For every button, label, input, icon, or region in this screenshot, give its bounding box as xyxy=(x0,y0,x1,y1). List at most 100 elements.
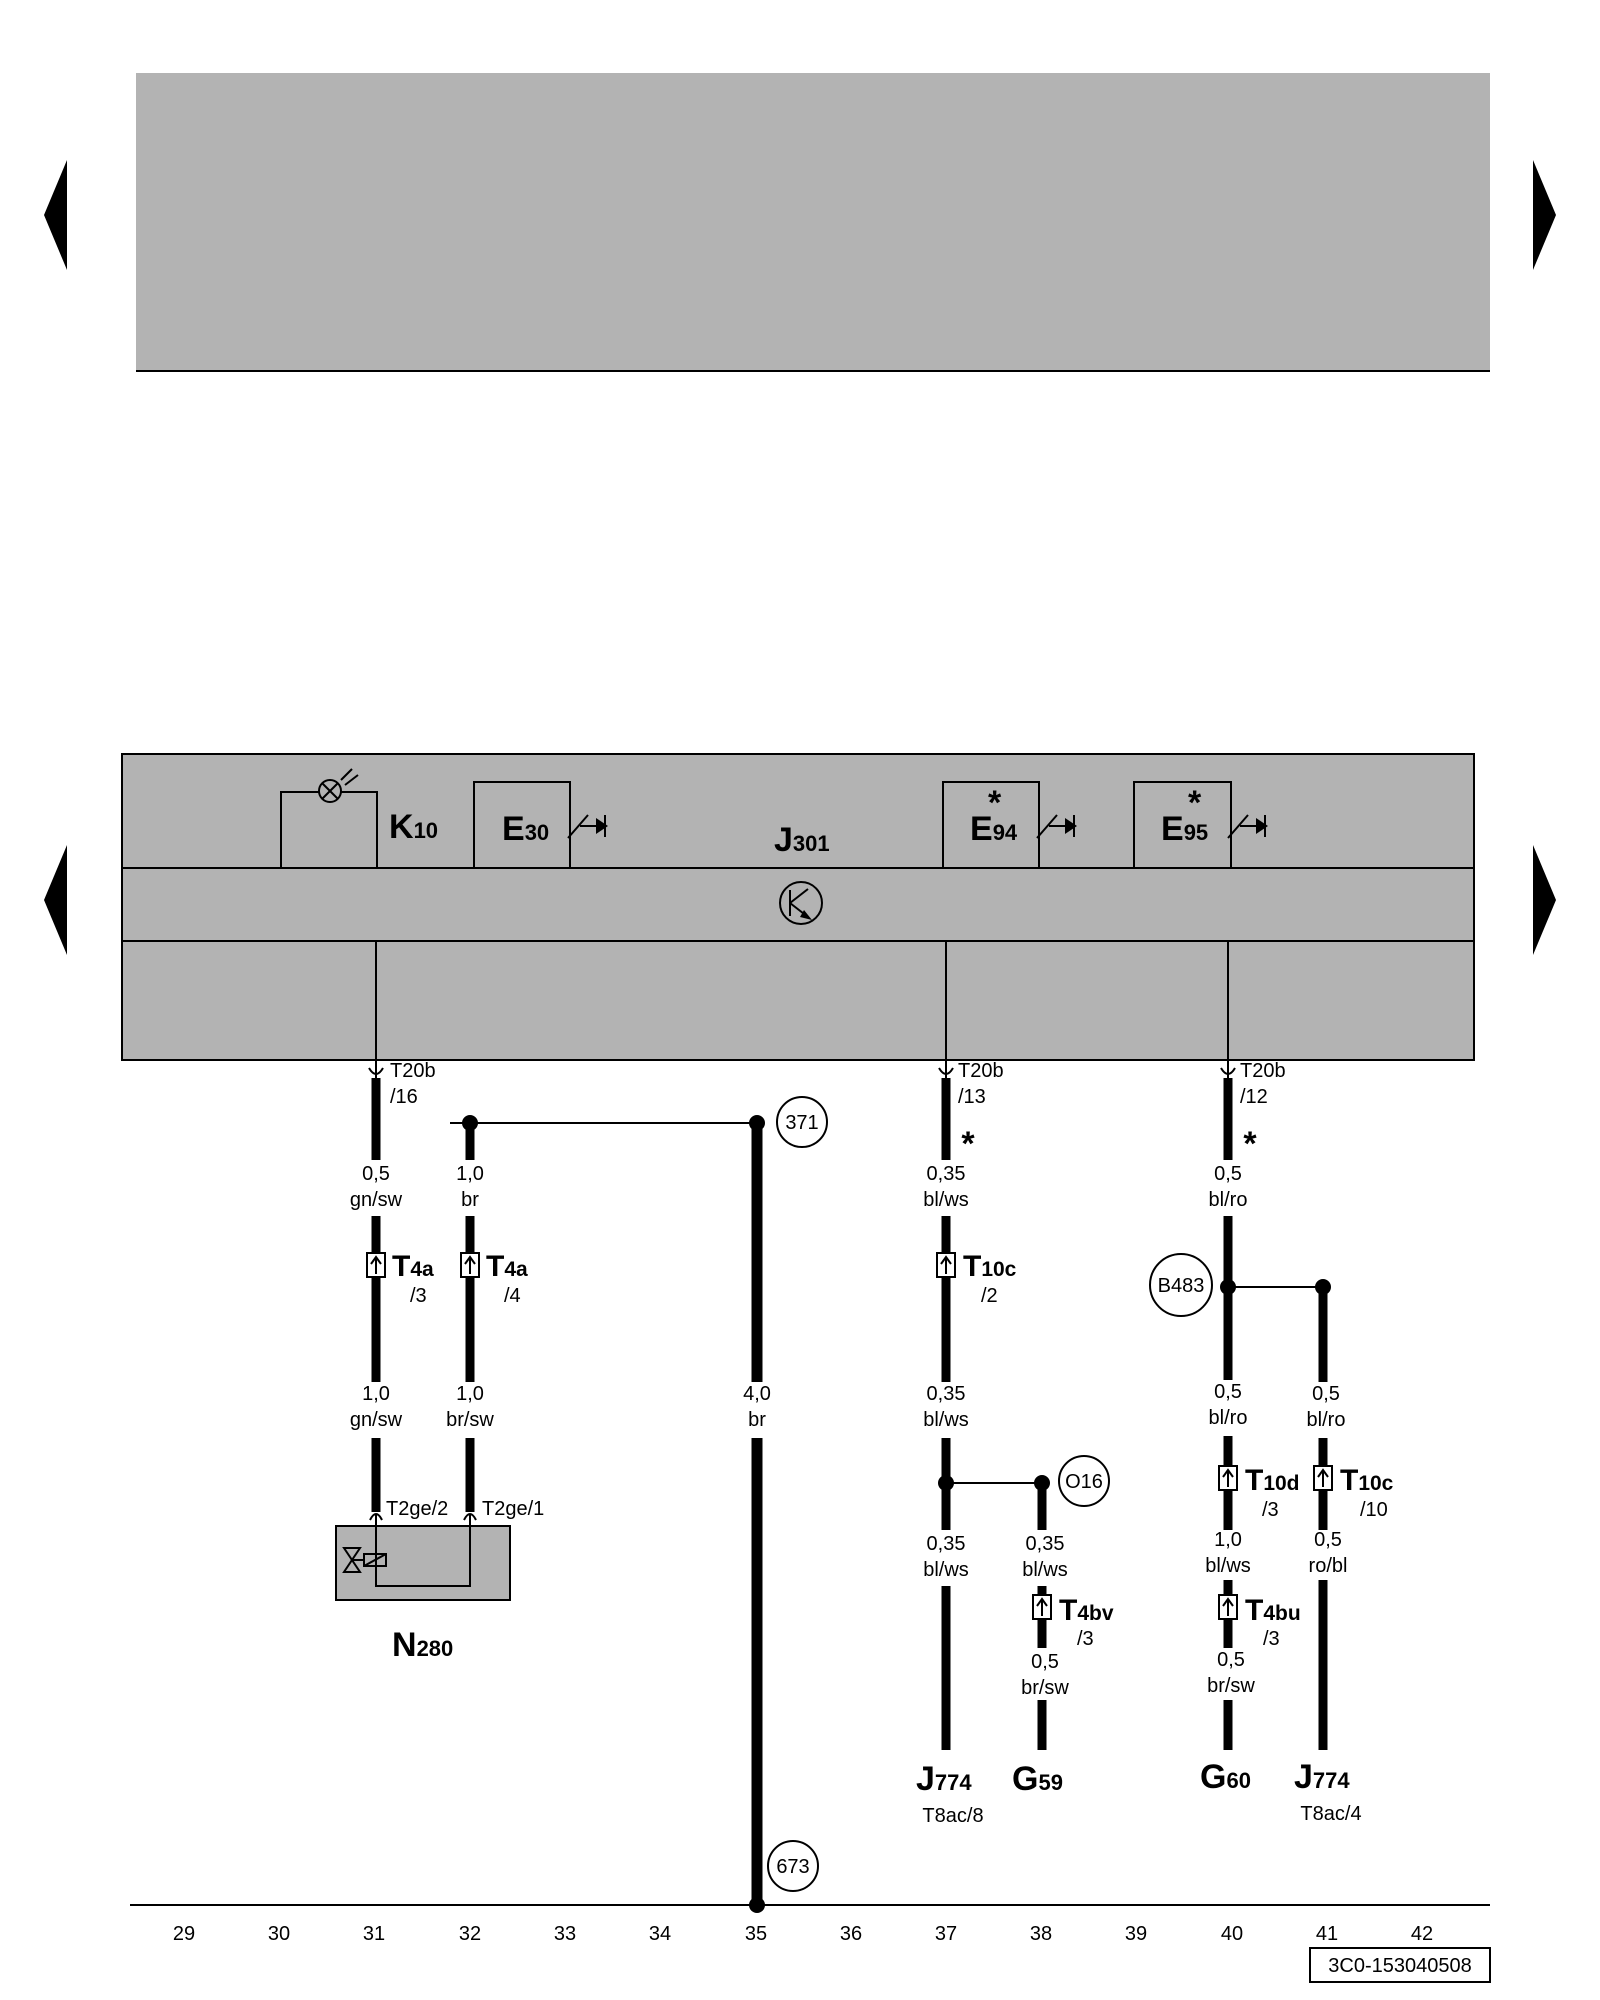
wire-size: 4,0 xyxy=(743,1383,771,1405)
t4bv-3-sub: 4bv xyxy=(1077,1602,1114,1625)
wire-size: 0,5 xyxy=(362,1163,390,1185)
svg-text:T10c: T10c xyxy=(963,1250,1017,1283)
wire-size: 1,0 xyxy=(456,1383,484,1405)
j774-a-number: 774 xyxy=(935,1770,972,1795)
g60-number: 60 xyxy=(1226,1768,1250,1793)
svg-text:E95: E95 xyxy=(1161,810,1208,848)
t10c-2-letter: T xyxy=(963,1250,981,1283)
t20b-16-name: T20b xyxy=(390,1060,436,1082)
ruler-number: 42 xyxy=(1411,1923,1433,1945)
ruler-number: 40 xyxy=(1221,1923,1243,1945)
ruler-number: 30 xyxy=(268,1923,290,1945)
ruler-number: 37 xyxy=(935,1923,957,1945)
column-ruler: 29 30 31 32 33 34 35 36 37 38 39 40 41 4… xyxy=(173,1923,1433,1945)
wire-color: bl/ws xyxy=(1022,1559,1068,1581)
connector-icon xyxy=(1313,1465,1333,1491)
n280-valve-box xyxy=(335,1514,511,1601)
document-number-box: 3C0-153040508 xyxy=(1309,1947,1491,1983)
e95-switch: E95 * xyxy=(1133,781,1268,868)
t4a-3-sub: 4a xyxy=(410,1258,434,1281)
svg-text:T4bu: T4bu xyxy=(1245,1594,1301,1627)
n280-letter: N xyxy=(392,1626,417,1664)
wire-color: bl/ws xyxy=(923,1409,969,1431)
e95-letter: E xyxy=(1161,810,1184,848)
pin-arrow-icon xyxy=(368,1062,1236,1078)
ruler-number: 38 xyxy=(1030,1923,1052,1945)
node-371: 371 xyxy=(776,1096,828,1148)
t10c-10-letter: T xyxy=(1340,1464,1358,1497)
e30-switch: E30 xyxy=(473,781,608,868)
svg-text:B483: B483 xyxy=(1158,1275,1205,1297)
svg-text:673: 673 xyxy=(776,1856,809,1878)
wire-color: gn/sw xyxy=(350,1189,403,1211)
wire-color: br/sw xyxy=(446,1409,494,1431)
wire-size: 0,35 xyxy=(927,1533,966,1555)
wire-size: 0,5 xyxy=(1314,1529,1342,1551)
col37-star: * xyxy=(961,1125,975,1163)
prev-page-arrow-icon[interactable] xyxy=(44,160,67,270)
node-b483: B483 xyxy=(1149,1253,1213,1317)
next-page-arrow-icon[interactable] xyxy=(1533,160,1556,270)
svg-text:K10: K10 xyxy=(389,808,438,846)
t4bv-3-letter: T xyxy=(1059,1594,1077,1627)
switch-contact-icon xyxy=(567,814,589,839)
next-page-arrow-icon-lower[interactable] xyxy=(1533,845,1556,955)
t4bv-3-pin: /3 xyxy=(1077,1628,1094,1650)
wire-color: br/sw xyxy=(1207,1675,1255,1697)
t4a-3-letter: T xyxy=(392,1250,410,1283)
svg-text:T10d: T10d xyxy=(1245,1464,1300,1497)
wire-color: br/sw xyxy=(1021,1677,1069,1699)
t4a-4-pin: /4 xyxy=(504,1285,521,1307)
j301-letter: J xyxy=(774,821,793,859)
e94-letter: E xyxy=(970,810,993,848)
ruler-number: 41 xyxy=(1316,1923,1338,1945)
e95-star: * xyxy=(1188,784,1202,822)
connector-icon xyxy=(1218,1594,1238,1620)
g60-letter: G xyxy=(1200,1758,1226,1796)
svg-text:T4a: T4a xyxy=(392,1250,434,1283)
wire-size: 0,5 xyxy=(1312,1383,1340,1405)
e94-number: 94 xyxy=(993,820,1018,845)
t10c-2-sub: 10c xyxy=(981,1258,1016,1281)
t2ge-2-label: T2ge/2 xyxy=(386,1498,448,1520)
wire-color: bl/ro xyxy=(1209,1407,1248,1429)
j774-a-pin: T8ac/8 xyxy=(922,1805,983,1827)
svg-text:N280: N280 xyxy=(392,1626,453,1664)
node-o16: O16 xyxy=(1058,1455,1110,1507)
t20b-13-pin: /13 xyxy=(958,1086,986,1108)
wire-color: gn/sw xyxy=(350,1409,403,1431)
t2ge-1-label: T2ge/1 xyxy=(482,1498,544,1520)
j774-b-pin: T8ac/4 xyxy=(1300,1803,1361,1825)
t20b-12-name: T20b xyxy=(1240,1060,1286,1082)
wire-color: bl/ws xyxy=(1205,1555,1251,1577)
prev-page-arrow-icon-lower[interactable] xyxy=(44,845,67,955)
control-unit-icon xyxy=(779,881,823,925)
ruler-number: 33 xyxy=(554,1923,576,1945)
svg-text:J774: J774 xyxy=(1294,1758,1350,1796)
svg-text:E94: E94 xyxy=(970,810,1018,848)
svg-text:G60: G60 xyxy=(1200,1758,1251,1796)
wire-size: 0,35 xyxy=(1026,1533,1065,1555)
wire-size: 1,0 xyxy=(362,1383,390,1405)
t10d-3-sub: 10d xyxy=(1263,1472,1299,1495)
document-number: 3C0-153040508 xyxy=(1328,1955,1471,1977)
e30-number: 30 xyxy=(525,820,549,845)
j301-number: 301 xyxy=(793,831,830,856)
k10-letter: K xyxy=(389,808,414,846)
t10c-10-sub: 10c xyxy=(1358,1472,1393,1495)
ruler-number: 39 xyxy=(1125,1923,1147,1945)
connector-icon xyxy=(936,1252,956,1278)
k10-number: 10 xyxy=(414,818,438,843)
ruler-number: 31 xyxy=(363,1923,385,1945)
t4a-3-pin: /3 xyxy=(410,1285,427,1307)
wire-color: ro/bl xyxy=(1309,1555,1348,1577)
svg-text:T4bv: T4bv xyxy=(1059,1594,1114,1627)
svg-text:T4a: T4a xyxy=(486,1250,528,1283)
wire-size: 0,5 xyxy=(1214,1163,1242,1185)
svg-text:J774: J774 xyxy=(916,1760,972,1798)
t10c-10-pin: /10 xyxy=(1360,1499,1388,1521)
wire-color: bl/ro xyxy=(1209,1189,1248,1211)
wire-size: 1,0 xyxy=(1214,1529,1242,1551)
svg-text:T10c: T10c xyxy=(1340,1464,1394,1497)
